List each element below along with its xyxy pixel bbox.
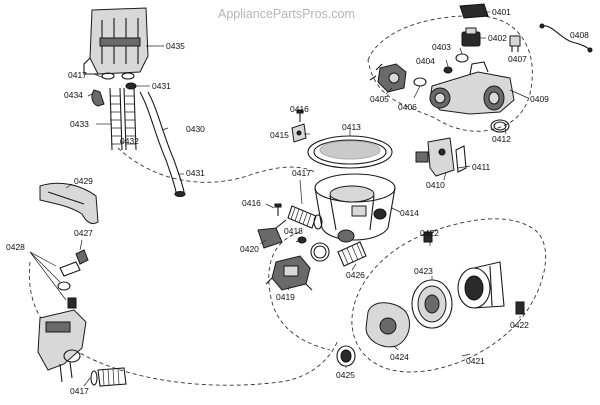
label-0428: 0428 <box>6 242 25 252</box>
part-0422b <box>515 301 525 315</box>
label-0417-bottom: 0417 <box>70 386 89 396</box>
label-0401: 0401 <box>492 7 511 17</box>
label-0419: 0419 <box>276 292 295 302</box>
label-0435: 0435 <box>166 41 185 51</box>
part-0427 <box>75 249 89 265</box>
label-0408: 0408 <box>570 30 589 40</box>
label-0402: 0402 <box>488 33 507 43</box>
clamp-0412 <box>490 119 510 133</box>
bracket-0435 <box>83 7 149 75</box>
valve-0409 <box>429 61 515 115</box>
clip-0434 <box>91 89 105 107</box>
seal-ring <box>310 242 330 262</box>
part-0410 <box>415 137 455 177</box>
float-assembly-0428 <box>29 251 81 309</box>
label-0420: 0420 <box>240 244 259 254</box>
screw-0416b <box>274 203 282 216</box>
label-0432: 0432 <box>120 136 139 146</box>
outline-mid-route <box>268 231 331 351</box>
cover-0429 <box>39 182 99 225</box>
label-0423: 0423 <box>414 266 433 276</box>
part-0422a <box>423 231 433 243</box>
pump-0419 <box>265 255 313 291</box>
label-0407: 0407 <box>508 54 527 64</box>
label-0418: 0418 <box>284 226 303 236</box>
label-0431-upper: 0431 <box>152 81 171 91</box>
label-0414: 0414 <box>400 208 419 218</box>
label-0417-mid: 0417 <box>292 168 311 178</box>
label-0424: 0424 <box>390 352 409 362</box>
seal-0425 <box>336 345 356 367</box>
label-0427: 0427 <box>74 228 93 238</box>
label-0426: 0426 <box>346 270 365 280</box>
part-0405 <box>369 63 407 93</box>
ring-0406 <box>413 77 427 87</box>
corrugated-hoses <box>109 87 137 151</box>
rings-top <box>101 72 137 90</box>
label-0411: 0411 <box>472 162 491 172</box>
coupling-0417-mid <box>287 205 323 230</box>
part-labels: 0401 0402 0403 0404 0405 0406 0407 0408 … <box>6 7 589 396</box>
label-0433: 0433 <box>70 119 89 129</box>
bracket-0420 <box>257 219 287 249</box>
sump-0413 <box>307 135 393 169</box>
label-0406: 0406 <box>398 102 417 112</box>
label-0430: 0430 <box>186 124 205 134</box>
label-0416-upper: 0416 <box>290 104 309 114</box>
label-0422-lower: 0422 <box>510 320 529 330</box>
label-0412: 0412 <box>492 134 511 144</box>
part-0401 <box>459 3 489 19</box>
watermark: AppliancePartsPros.com <box>218 7 355 21</box>
part-0407 <box>509 35 521 52</box>
label-0429: 0429 <box>74 176 93 186</box>
sump-body-0414 <box>314 173 396 243</box>
label-0415: 0415 <box>270 130 289 140</box>
label-0422-upper: 0422 <box>420 228 439 238</box>
label-0421: 0421 <box>466 356 485 366</box>
pump-housing-left <box>37 309 87 383</box>
label-0403: 0403 <box>432 42 451 52</box>
ring-0418 <box>297 236 307 244</box>
hose-0430 <box>139 91 186 197</box>
label-0405: 0405 <box>370 94 389 104</box>
label-0434: 0434 <box>64 90 83 100</box>
outline-hose-route <box>117 147 316 183</box>
label-0404: 0404 <box>416 56 435 66</box>
coupling-0426 <box>337 241 367 267</box>
housing-0424 <box>365 302 411 348</box>
part-0403-0404 <box>443 53 469 74</box>
label-0425: 0425 <box>336 370 355 380</box>
volute-0423 <box>411 279 453 329</box>
motor-0421 <box>457 261 505 309</box>
coupling-0417-bottom <box>90 367 127 387</box>
part-0415 <box>291 123 307 143</box>
label-0417-top: 0417 <box>68 70 87 80</box>
part-0402 <box>461 27 481 47</box>
label-0410: 0410 <box>426 180 445 190</box>
outline-pump-group <box>351 218 547 373</box>
outline-left-route <box>28 261 339 386</box>
label-0413: 0413 <box>342 122 361 132</box>
label-0416-lower: 0416 <box>242 198 261 208</box>
label-0431-lower: 0431 <box>186 168 205 178</box>
leader-lines <box>65 11 529 387</box>
outline-upper-right-group <box>367 15 533 132</box>
label-0409: 0409 <box>530 94 549 104</box>
part-0411 <box>455 145 467 173</box>
wire-0408 <box>539 23 593 53</box>
